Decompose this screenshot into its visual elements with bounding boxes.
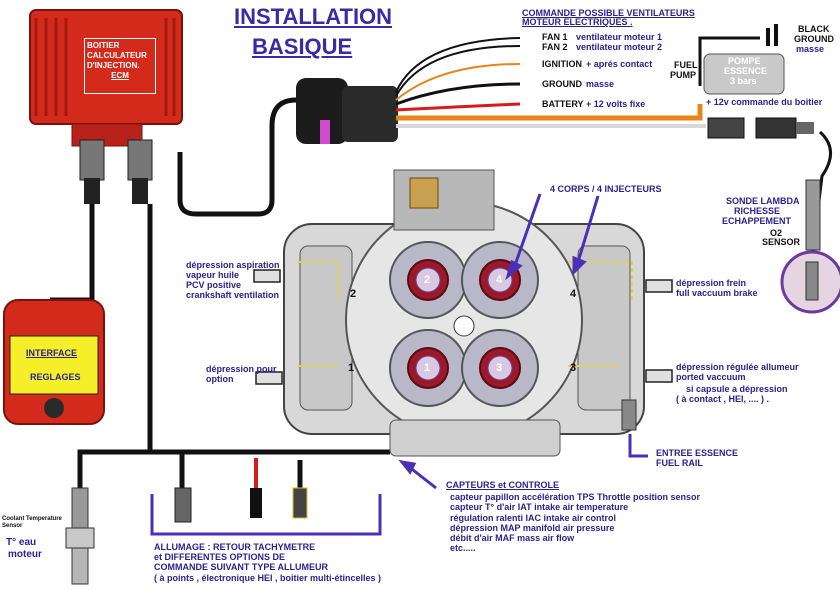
coolant-sensor-icon [65,487,95,585]
injector-label-3: 3 [496,362,503,374]
lambda-line2: RICHESSE [734,206,781,216]
injector-label-1: 1 [424,362,431,374]
battery-desc: + 12 volts fixe [586,99,646,109]
black-ground-1: BLACK [798,24,830,34]
port-number-1: 1 [348,362,355,374]
ecm-line1: BOITIER [87,41,120,50]
fans-subheading: MOTEUR ELECTRIQUES . [522,17,633,27]
coolant-line2: moteur [8,549,42,560]
tach-connector-c [292,487,308,519]
lambda-line1: SONDE LAMBDA [726,196,800,206]
brake-note-2: full vaccuum brake [676,288,758,298]
pump-name-1: POMPE [728,56,761,66]
injector-label-4: 4 [496,274,503,286]
lambda-line3: ECHAPPEMENT [722,216,792,226]
pcv-note-3: PCV positive [186,280,242,290]
pump-name-2: ESSENCE [724,66,768,76]
sensor-item: régulation ralenti IAC intake air contro… [450,513,617,523]
port-number-3: 3 [570,362,577,374]
fuel-inlet-1: ENTREE ESSENCE [656,448,739,458]
black-ground-2: GROUND [794,34,834,44]
battery-code: BATTERY [542,99,584,109]
ecm-line4: ECM [111,71,129,80]
fans-heading: COMMANDE POSSIBLE VENTILATEURS [522,8,695,18]
sensor-item: etc..... [450,543,476,553]
interface-line1: INTERFACE [26,348,78,358]
brake-note-1: dépression frein [676,278,747,288]
distributor-note-3: si capsule a dépression [686,384,788,394]
fan2-desc: ventilateur moteur 2 [576,42,663,52]
injectors-label: 4 CORPS / 4 INJECTEURS [550,184,662,194]
option-note-2: option [206,374,234,384]
ecm-line2: CALCULATEUR [87,51,147,60]
ignition-line2: et DIFFERENTES OPTIONS DE [154,552,286,562]
pcv-note-2: vapeur huile [186,270,240,280]
fuel-inlet-2: FUEL RAIL [656,458,703,468]
port-number-2: 2 [350,288,357,300]
distributor-note-4: ( à contact , HEI, .... ) . [676,394,770,404]
pump-name-3: 3 bars [730,76,757,86]
title-line1: INSTALLATION [234,4,393,29]
pump-command: + 12v commande du boitier [706,97,823,107]
injector-label-2: 2 [424,274,431,286]
tach-connector-a [174,487,192,523]
vacuum-ports [253,269,673,385]
sensor-item: capteur papillon accélération TPS Thrott… [450,492,701,502]
title-line2: BASIQUE [252,34,353,59]
sensor-item: capteur T° d'air IAT intake air temperat… [450,502,629,512]
pcv-note-4: crankshaft ventilation [186,290,280,300]
port-number-4: 4 [570,288,577,300]
o2-sensor-icon [780,179,840,314]
option-note-1: dépression pour [206,364,277,374]
ignition-line1: ALLUMAGE : RETOUR TACHYMETRE [154,542,316,552]
ignition-bracket [150,494,382,536]
fuel-pump-icon [703,24,785,95]
sensor-item: débit d'air MAF mass air flow [450,533,575,543]
ground-code: GROUND [542,79,582,89]
coolant-small-2: Sensor [2,523,23,529]
harness-connector [296,78,398,144]
pump-label: PUMP [670,70,697,80]
o2-connector [707,117,814,139]
black-ground-masse: masse [796,44,825,54]
ecm-line3: D'INJECTION. [87,61,140,70]
interface-line2: REGLAGES [30,372,81,382]
fuel-label: FUEL [674,60,698,70]
sensor-item: dépression MAP manifold air pressure [450,523,615,533]
ignition-line3: COMMANDE SUIVANT TYPE ALLUMEUR [154,562,328,572]
ecm-label-box: BOITIER CALCULATEUR D'INJECTION. ECM [84,38,156,94]
fan2-code: FAN 2 [542,42,568,52]
interface-unit [3,299,105,425]
fan1-desc: ventilateur moteur 1 [576,32,663,42]
coolant-line1: T° eau [6,537,37,548]
coolant-small-1: Coolant Temperature [2,516,62,522]
distributor-note-1: dépression régulée allumeur [676,362,799,372]
sensors-heading: CAPTEURS et CONTROLE [446,480,560,490]
lambda-line4: O2 [770,228,783,238]
ignition-code: IGNITION [542,59,582,69]
ignition-line4: ( à points , électronique HEI , boitier … [154,573,382,583]
callout-arrows [398,193,632,490]
tach-connector-b [250,488,262,518]
lambda-line5: SENSOR [762,237,801,247]
pcv-note-1: dépression aspiration [186,260,280,270]
throttle-body [283,169,645,457]
distributor-note-2: ported vaccuum [676,372,746,382]
ground-desc: masse [586,79,615,89]
fan1-code: FAN 1 [542,32,568,42]
ignition-desc: + aprés contact [586,59,653,69]
